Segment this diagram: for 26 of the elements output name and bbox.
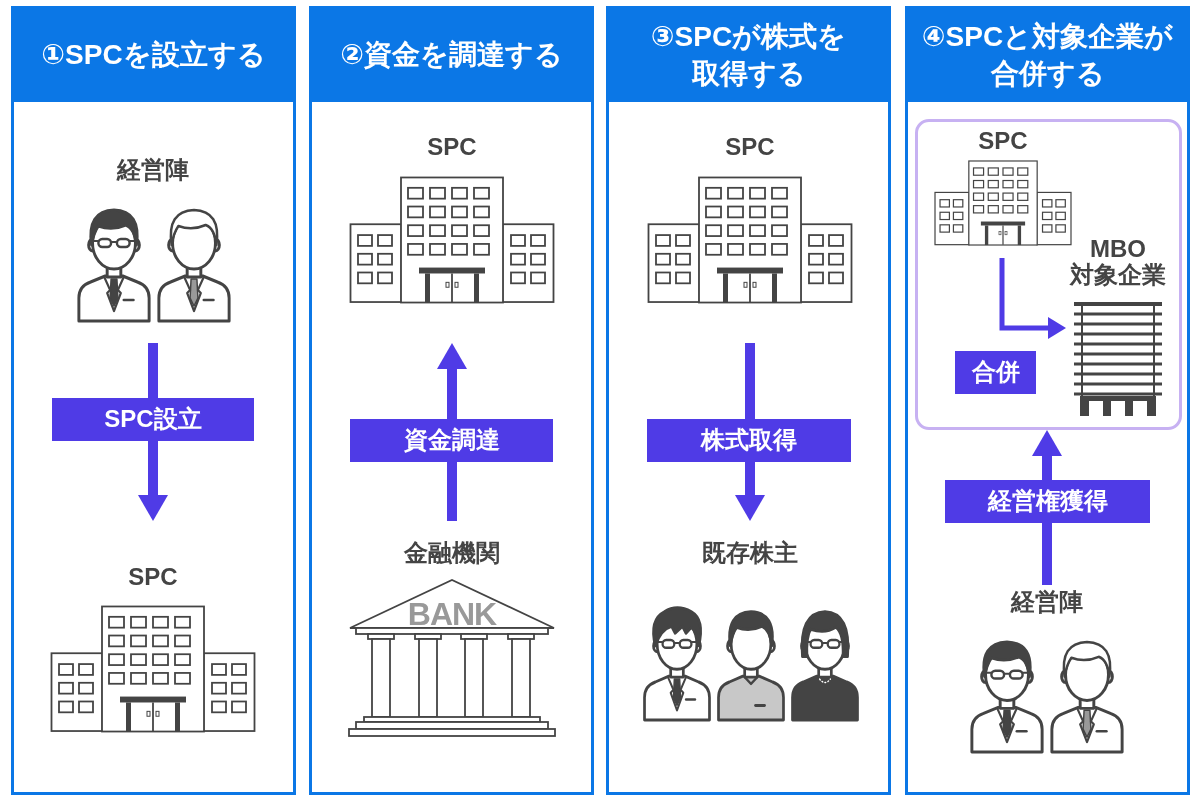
- step-header: ④SPCと対象企業が合併する: [908, 9, 1187, 102]
- edge-label: 資金調達: [350, 419, 553, 462]
- sign-text: BANK: [406, 597, 498, 631]
- node-label: SPC: [977, 126, 1029, 156]
- node-label: SPC: [426, 132, 478, 162]
- step-header: ②資金を調達する: [312, 9, 591, 102]
- arrow: [437, 343, 467, 521]
- node-label: 経営陣: [1009, 587, 1084, 617]
- step-header: ①SPCを設立する: [14, 9, 293, 102]
- node-label: 経営陣: [115, 155, 190, 185]
- arrow: [735, 343, 765, 521]
- node-label: 既存株主: [701, 538, 799, 568]
- arrow: [138, 343, 168, 521]
- node-label: SPC: [127, 562, 179, 592]
- step-header: ③SPCが株式を取得する: [609, 9, 888, 102]
- edge-label: 合併: [955, 351, 1036, 394]
- arrow: [1032, 430, 1062, 585]
- node-label: 金融機関: [403, 538, 501, 568]
- edge-label: 株式取得: [647, 419, 851, 462]
- edge-label: 経営権獲得: [945, 480, 1150, 523]
- step-panel: [309, 6, 594, 795]
- node-label: MBO対象企業: [1068, 236, 1167, 288]
- arrow: [999, 258, 1066, 339]
- step-panel: [606, 6, 891, 795]
- node-label: SPC: [724, 132, 776, 162]
- edge-label: SPC設立: [52, 398, 254, 441]
